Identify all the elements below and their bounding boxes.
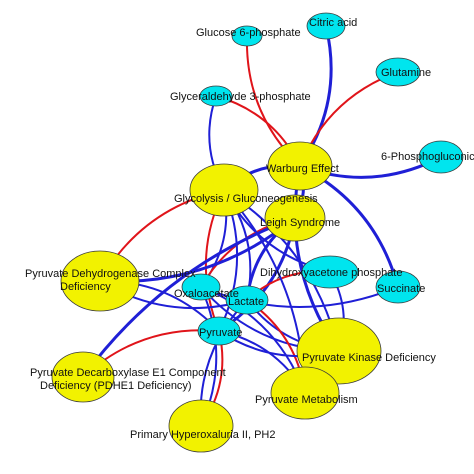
label-pg6: 6-Phosphogluconic	[381, 151, 474, 163]
node-glycolysis[interactable]	[189, 163, 259, 217]
node-ph2[interactable]	[168, 399, 234, 453]
node-pkd[interactable]	[296, 317, 382, 385]
label-glycolysis: Glycolysis / Gluconeogenesis	[174, 193, 318, 205]
label-citric: Citric acid	[309, 17, 357, 29]
label-pm: Pyruvate Metabolism	[255, 394, 358, 406]
label-dhap: Dihydroxyacetone phosphate	[260, 267, 402, 279]
label-pkd: Pyruvate Kinase Deficiency	[302, 352, 436, 364]
node-pdc[interactable]	[51, 351, 115, 403]
label-glucose6p: Glucose 6-phosphate	[196, 27, 301, 39]
node-leigh[interactable]	[264, 194, 326, 242]
label-ph2: Primary Hyperoxaluria II, PH2	[130, 429, 276, 441]
edge-succinate-oxalo	[200, 286, 399, 308]
node-g3p[interactable]	[199, 85, 233, 107]
node-pm[interactable]	[270, 366, 340, 420]
label-pyruvate: Pyruvate	[199, 327, 242, 339]
label-oxalo: Oxaloacetate	[174, 288, 239, 300]
node-glutamine[interactable]	[375, 57, 421, 87]
node-lactate[interactable]	[225, 285, 269, 315]
label-warburg: Warburg Effect	[266, 163, 339, 175]
label-g3p: Glyceraldehyde 3-phosphate	[170, 91, 311, 103]
node-warburg[interactable]	[267, 141, 333, 191]
label-succinate: Succinate	[377, 283, 425, 295]
node-pg6[interactable]	[418, 140, 464, 174]
label-glutamine: Glutamine	[381, 67, 431, 79]
node-glucose6p[interactable]	[231, 25, 263, 47]
label-leigh: Leigh Syndrome	[260, 217, 340, 229]
node-succinate[interactable]	[375, 270, 421, 304]
label-lactate: Lactate	[228, 296, 264, 308]
node-pdh[interactable]	[60, 250, 140, 312]
node-dhap[interactable]	[301, 255, 359, 289]
node-pyruvate[interactable]	[197, 316, 241, 346]
edge-pdc-leigh	[81, 216, 297, 379]
node-oxalo[interactable]	[181, 273, 221, 301]
node-citric[interactable]	[306, 12, 346, 40]
labels-layer: Glucose 6-phosphate Citric acidGlutamineG…	[25, 17, 474, 441]
nodes-layer	[51, 12, 464, 453]
